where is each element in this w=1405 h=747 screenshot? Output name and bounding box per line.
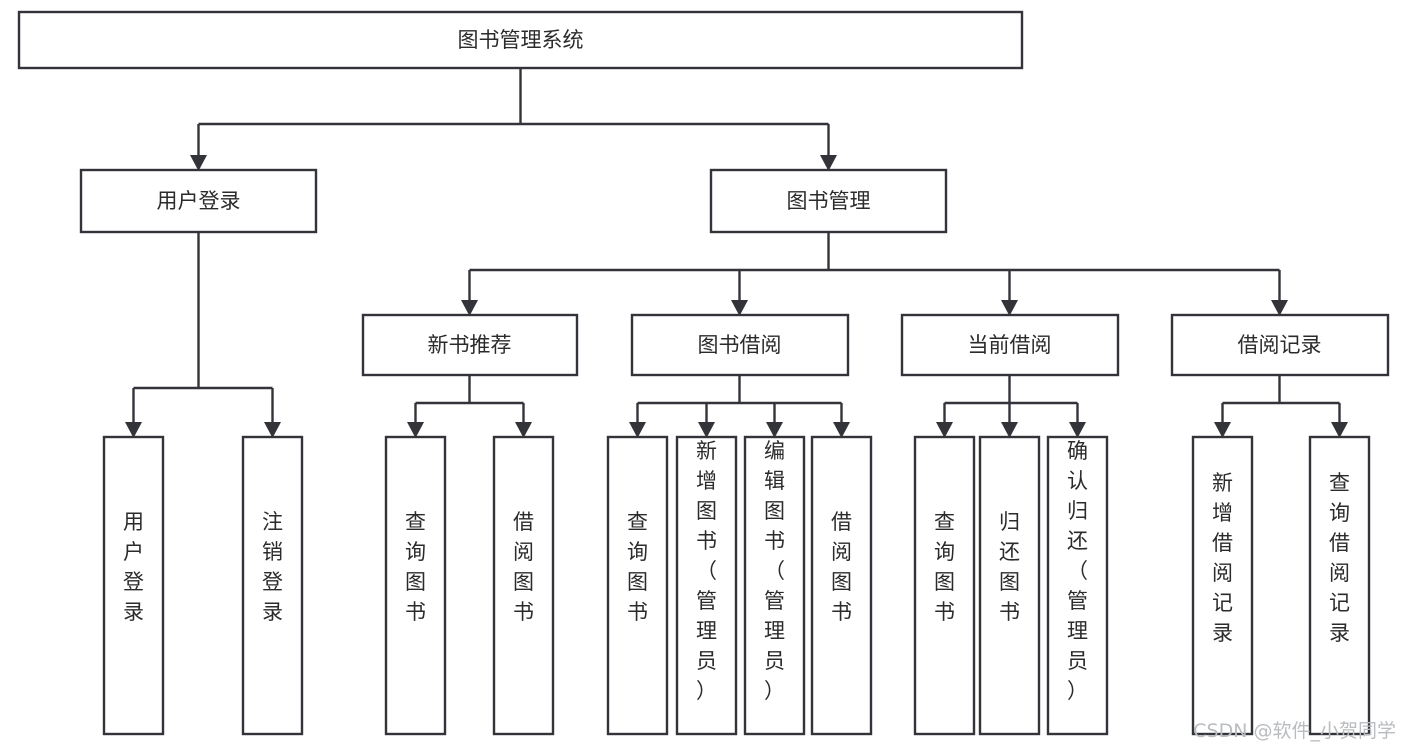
node-borrow-record-box[interactable] bbox=[1170, 313, 1390, 377]
connector-layer bbox=[132, 68, 1341, 422]
node-book-management-label: 图书管理 bbox=[787, 189, 871, 213]
node-leaf-edit-book-box[interactable] bbox=[743, 435, 806, 736]
node-leaf-query-record-label: 查询借阅记录 bbox=[1329, 471, 1350, 645]
node-leaf-query-record-box[interactable] bbox=[1308, 435, 1371, 736]
node-new-book-recommend-box[interactable] bbox=[361, 313, 579, 377]
node-book-management-box[interactable] bbox=[709, 168, 948, 234]
node-leaf-logout-login[interactable]: 注销登录 bbox=[241, 435, 304, 736]
node-leaf-user-login[interactable]: 用户登录 bbox=[102, 435, 165, 736]
node-root-box[interactable] bbox=[17, 10, 1024, 70]
node-leaf-add-book[interactable]: 新增图书（管理员） bbox=[675, 435, 738, 736]
arrow-icon-leaf-query-book-3 bbox=[936, 422, 953, 438]
node-leaf-add-book-label: 新增图书（管理员） bbox=[696, 439, 717, 703]
arrow-icon-current-borrow bbox=[1001, 300, 1018, 316]
node-borrow-record[interactable]: 借阅记录 bbox=[1170, 313, 1390, 377]
node-leaf-query-book-1-box[interactable] bbox=[384, 435, 447, 736]
node-leaf-add-record-box[interactable] bbox=[1191, 435, 1254, 736]
node-new-book-recommend-label: 新书推荐 bbox=[428, 333, 512, 357]
node-leaf-add-record-label: 新增借阅记录 bbox=[1212, 471, 1233, 645]
node-leaf-borrow-book-2-label: 借阅图书 bbox=[831, 510, 852, 624]
node-leaf-borrow-book-1-box[interactable] bbox=[492, 435, 555, 736]
node-user-login-label: 用户登录 bbox=[157, 189, 241, 213]
node-leaf-edit-book-label: 编辑图书（管理员） bbox=[764, 439, 785, 703]
arrow-icon-leaf-confirm-return bbox=[1069, 422, 1086, 438]
node-current-borrow-label: 当前借阅 bbox=[968, 333, 1052, 357]
node-leaf-query-book-2-label: 查询图书 bbox=[627, 510, 648, 624]
node-leaf-query-book-1-label: 查询图书 bbox=[405, 510, 426, 624]
arrow-icon-leaf-add-book bbox=[698, 422, 715, 438]
node-borrow-record-label: 借阅记录 bbox=[1238, 333, 1322, 357]
node-root-label: 图书管理系统 bbox=[458, 28, 584, 52]
node-leaf-query-book-2[interactable]: 查询图书 bbox=[606, 435, 669, 736]
node-leaf-borrow-book-1-label: 借阅图书 bbox=[513, 510, 534, 624]
node-new-book-recommend[interactable]: 新书推荐 bbox=[361, 313, 579, 377]
arrow-icon-leaf-logout-login bbox=[264, 422, 281, 438]
node-book-management[interactable]: 图书管理 bbox=[709, 168, 948, 234]
arrow-icon-book-borrow bbox=[731, 300, 748, 316]
node-leaf-confirm-return[interactable]: 确认归还（管理员） bbox=[1046, 435, 1109, 736]
node-user-login[interactable]: 用户登录 bbox=[79, 168, 318, 234]
node-leaf-query-book-3[interactable]: 查询图书 bbox=[913, 435, 976, 736]
arrow-icon-leaf-query-book-1 bbox=[407, 422, 424, 438]
node-leaf-return-book-label: 归还图书 bbox=[999, 510, 1020, 624]
arrow-icon-borrow-record bbox=[1271, 300, 1288, 316]
node-book-borrow[interactable]: 图书借阅 bbox=[630, 313, 850, 377]
node-leaf-query-book-1[interactable]: 查询图书 bbox=[384, 435, 447, 736]
node-leaf-edit-book[interactable]: 编辑图书（管理员） bbox=[743, 435, 806, 736]
watermark-label: CSDN @软件_小贺同学 bbox=[1193, 720, 1396, 742]
arrow-icon-book-management bbox=[820, 155, 837, 171]
node-leaf-borrow-book-1[interactable]: 借阅图书 bbox=[492, 435, 555, 736]
node-leaf-logout-login-box[interactable] bbox=[241, 435, 304, 736]
node-leaf-borrow-book-2[interactable]: 借阅图书 bbox=[810, 435, 873, 736]
node-leaf-logout-login-label: 注销登录 bbox=[262, 510, 283, 624]
node-leaf-return-book-box[interactable] bbox=[978, 435, 1041, 736]
arrow-icon-leaf-edit-book bbox=[766, 422, 783, 438]
node-leaf-borrow-book-2-box[interactable] bbox=[810, 435, 873, 736]
arrow-icon-leaf-add-record bbox=[1214, 422, 1231, 438]
arrow-icon-leaf-query-record bbox=[1331, 422, 1348, 438]
arrow-icon-new-book-recommend bbox=[461, 300, 478, 316]
arrow-icon-leaf-borrow-book-2 bbox=[833, 422, 850, 438]
node-leaf-add-book-box[interactable] bbox=[675, 435, 738, 736]
node-leaf-return-book[interactable]: 归还图书 bbox=[978, 435, 1041, 736]
node-leaf-query-book-2-box[interactable] bbox=[606, 435, 669, 736]
node-user-login-box[interactable] bbox=[79, 168, 318, 234]
arrow-icon-user-login bbox=[190, 155, 207, 171]
node-leaf-user-login-box[interactable] bbox=[102, 435, 165, 736]
node-leaf-user-login-label: 用户登录 bbox=[123, 510, 144, 624]
arrow-icon-leaf-return-book bbox=[1001, 422, 1018, 438]
node-book-borrow-box[interactable] bbox=[630, 313, 850, 377]
arrow-icon-leaf-borrow-book-1 bbox=[515, 422, 532, 438]
arrow-icon-leaf-user-login bbox=[125, 422, 142, 438]
node-leaf-query-record[interactable]: 查询借阅记录 bbox=[1308, 435, 1371, 736]
node-root[interactable]: 图书管理系统 bbox=[17, 10, 1024, 70]
node-current-borrow[interactable]: 当前借阅 bbox=[900, 313, 1120, 377]
node-leaf-confirm-return-label: 确认归还（管理员） bbox=[1067, 439, 1088, 703]
node-current-borrow-box[interactable] bbox=[900, 313, 1120, 377]
node-leaf-confirm-return-box[interactable] bbox=[1046, 435, 1109, 736]
node-leaf-add-record[interactable]: 新增借阅记录 bbox=[1191, 435, 1254, 736]
node-leaf-query-book-3-label: 查询图书 bbox=[934, 510, 955, 624]
arrow-icon-leaf-query-book-2 bbox=[629, 422, 646, 438]
node-leaf-query-book-3-box[interactable] bbox=[913, 435, 976, 736]
node-book-borrow-label: 图书借阅 bbox=[698, 333, 782, 357]
